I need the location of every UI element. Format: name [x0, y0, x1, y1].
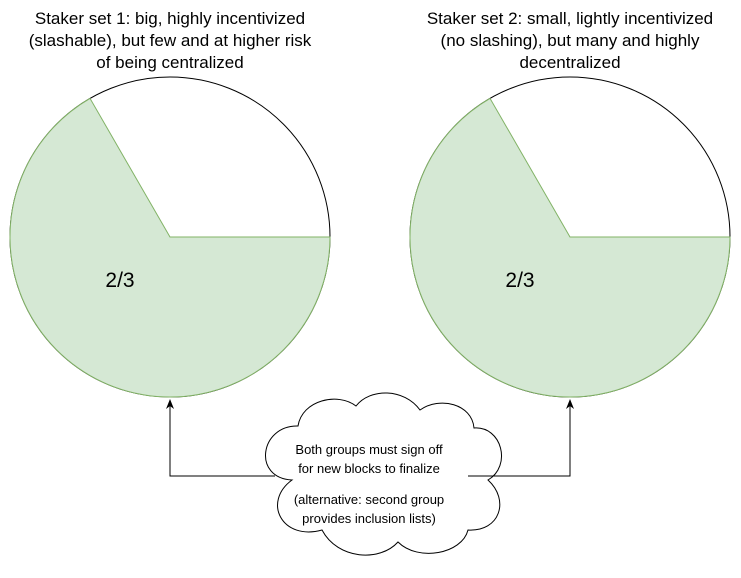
right-title-line-3: decentralized: [519, 53, 621, 72]
consensus-cloud: Both groups must sign off for new blocks…: [265, 392, 503, 556]
left-pie-slice-two-thirds: [9, 97, 331, 398]
right-title-line-2: (no slashing), but many and highly: [440, 31, 700, 50]
left-title-line-3: of being centralized: [96, 53, 244, 72]
right-staker-set-title: Staker set 2: small, lightly incentivize…: [400, 8, 740, 74]
left-staker-set-title: Staker set 1: big, highly incentivized (…: [0, 8, 340, 74]
left-title-line-1: Staker set 1: big, highly incentivized: [34, 9, 306, 28]
cloud-text-line-1: Both groups must sign off: [295, 442, 443, 457]
right-staker-pie: 2/3: [409, 76, 731, 398]
arrow-to-left-pie: [166, 399, 275, 477]
cloud-text-line-3: (alternative: second group: [294, 492, 444, 507]
right-pie-label: 2/3: [505, 269, 534, 292]
right-pie-slice-two-thirds: [409, 97, 731, 398]
arrow-to-right-pie: [468, 399, 574, 477]
left-staker-pie: 2/3: [9, 76, 331, 398]
left-pie-label: 2/3: [105, 269, 134, 292]
cloud-text-line-2: for new blocks to finalize: [298, 461, 440, 476]
right-title-line-1: Staker set 2: small, lightly incentivize…: [426, 9, 714, 28]
left-title-line-2: (slashable), but few and at higher risk: [28, 31, 312, 50]
cloud-shape: [265, 392, 503, 556]
cloud-text-line-4: provides inclusion lists): [302, 511, 436, 526]
